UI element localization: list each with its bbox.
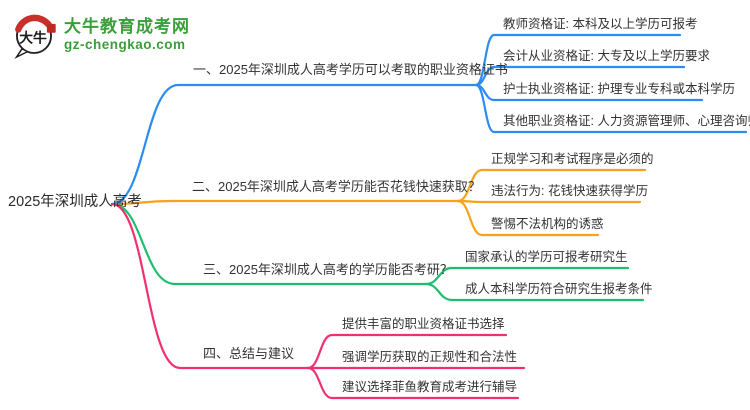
- link-branch2-child1: [456, 168, 647, 203]
- link-branch4: [110, 202, 310, 370]
- branch2-child3: 警惕不法机构的诱惑: [491, 217, 604, 231]
- link-branch4-child3: [306, 366, 520, 400]
- link-branch3-child2: [424, 282, 645, 302]
- branch1-child4: 其他职业资格证: 人力资源管理师、心理咨询师等: [503, 114, 750, 128]
- link-branch3: [110, 202, 428, 286]
- logo-wordmark: 大牛教育成考网 gz-chengkao.com: [64, 17, 190, 53]
- red-seal: [46, 23, 56, 33]
- site-logo[interactable]: 大牛 大牛教育成考网 gz-chengkao.com: [10, 10, 190, 60]
- branch4-child1: 提供丰富的职业资格证书选择: [342, 317, 505, 331]
- branch3-child2: 成人本科学历符合研究生报考条件: [465, 282, 653, 296]
- speech-bubble-tail: [14, 47, 30, 60]
- link-branch2-child2: [456, 199, 642, 204]
- link-branch4-child1: [306, 333, 508, 370]
- logo-icon-text: 大牛: [19, 29, 47, 45]
- branch2-child1: 正规学习和考试程序是必须的: [491, 152, 654, 166]
- branch4-title: 四、总结与建议: [203, 346, 295, 361]
- root-node: 2025年深圳成人高考: [8, 194, 142, 210]
- branch1-child1: 教师资格证: 本科及以上学历可报考: [503, 17, 698, 31]
- branch1-child2: 会计从业资格证: 大专及以上学历要求: [503, 49, 710, 63]
- link-branch1: [110, 83, 478, 206]
- branch2-title: 二、2025年深圳成人高考学历能否花钱快速获取？: [192, 179, 481, 194]
- branch3-child1: 国家承认的学历可报考研究生: [465, 250, 628, 264]
- daniu-logo-icon: 大牛: [14, 14, 56, 60]
- branch2-child2: 违法行为: 花钱快速获得学历: [491, 184, 648, 198]
- link-branch2: [110, 199, 460, 206]
- site-url: gz-chengkao.com: [64, 37, 186, 52]
- link-branch1-child4: [474, 83, 748, 134]
- red-hat-arc: [15, 14, 53, 33]
- branch1-child3: 护士执业资格证: 护理专业专科或本科学历: [503, 82, 735, 96]
- branch1-title: 一、2025年深圳成人高考学历可以考取的职业资格证书: [193, 62, 508, 77]
- link-branch2-child3: [456, 199, 600, 237]
- site-name: 大牛教育成考网: [64, 17, 190, 36]
- branch4-child3: 建议选择菲鱼教育成考进行辅导: [342, 380, 518, 394]
- branch4-child2: 强调学历获取的正规性和合法性: [342, 350, 518, 364]
- branch3-title: 三、2025年深圳成人高考的学历能否考研？: [203, 262, 453, 277]
